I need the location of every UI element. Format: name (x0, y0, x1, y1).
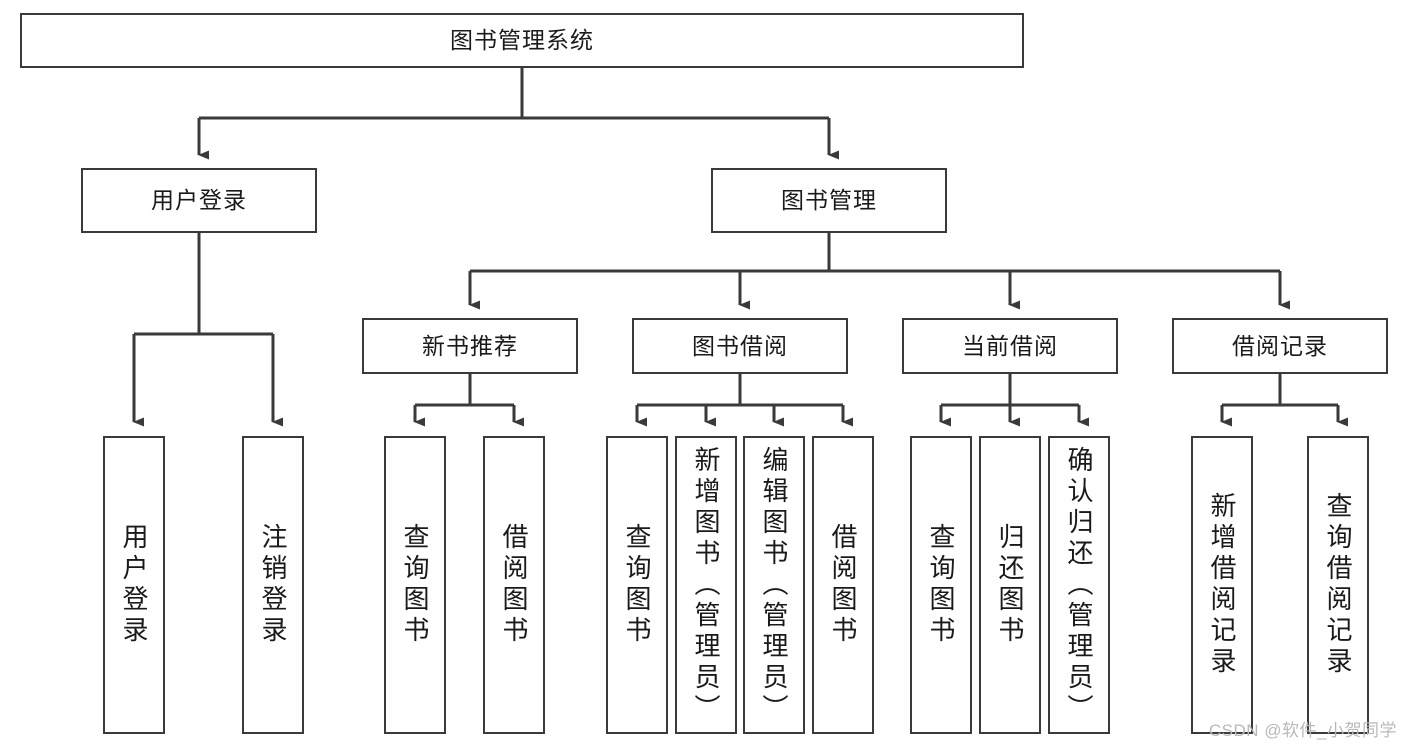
leaf-query-borrow-record[interactable]: 查询借阅记录 (1307, 436, 1369, 734)
node-label: 图书管理系统 (450, 27, 594, 54)
node-label: 新增图书（管理员） (691, 445, 721, 725)
leaf-borrow-book[interactable]: 借阅图书 (812, 436, 874, 734)
node-label: 图书借阅 (692, 332, 788, 359)
node-label: 查询借阅记录 (1323, 492, 1353, 678)
node-label: 新书推荐 (422, 332, 518, 359)
node-book-management[interactable]: 图书管理 (711, 168, 947, 233)
node-label: 借阅记录 (1232, 332, 1328, 359)
leaf-query-book-borrow[interactable]: 查询图书 (606, 436, 668, 734)
leaf-borrow-book-recommend[interactable]: 借阅图书 (483, 436, 545, 734)
leaf-add-book-admin[interactable]: 新增图书（管理员） (675, 436, 737, 734)
node-label: 借阅图书 (499, 523, 529, 647)
node-label: 归还图书 (995, 523, 1025, 647)
node-label: 当前借阅 (962, 332, 1058, 359)
node-label: 图书管理 (781, 187, 877, 214)
leaf-edit-book-admin[interactable]: 编辑图书（管理员） (743, 436, 805, 734)
leaf-logout[interactable]: 注销登录 (242, 436, 304, 734)
leaf-confirm-return-admin[interactable]: 确认归还（管理员） (1048, 436, 1110, 734)
leaf-query-book-current[interactable]: 查询图书 (910, 436, 972, 734)
node-book-borrow[interactable]: 图书借阅 (632, 318, 848, 374)
node-label: 新增借阅记录 (1207, 492, 1237, 678)
watermark: CSDN @软件_小贺同学 (1208, 721, 1397, 740)
node-label: 用户登录 (151, 187, 247, 214)
node-label: 查询图书 (400, 523, 430, 647)
node-label: 用户登录 (119, 523, 149, 647)
node-root-book-management-system[interactable]: 图书管理系统 (20, 13, 1024, 68)
node-label: 查询图书 (926, 523, 956, 647)
node-label: 编辑图书（管理员） (759, 445, 789, 725)
node-label: 确认归还（管理员） (1064, 445, 1094, 725)
node-label: 借阅图书 (828, 523, 858, 647)
leaf-add-borrow-record[interactable]: 新增借阅记录 (1191, 436, 1253, 734)
leaf-return-book[interactable]: 归还图书 (979, 436, 1041, 734)
node-user-login[interactable]: 用户登录 (81, 168, 317, 233)
node-new-book-recommend[interactable]: 新书推荐 (362, 318, 578, 374)
node-label: 查询图书 (622, 523, 652, 647)
node-current-borrow[interactable]: 当前借阅 (902, 318, 1118, 374)
leaf-query-book-recommend[interactable]: 查询图书 (384, 436, 446, 734)
node-label: 注销登录 (258, 523, 288, 647)
node-borrow-record[interactable]: 借阅记录 (1172, 318, 1388, 374)
leaf-user-login[interactable]: 用户登录 (103, 436, 165, 734)
